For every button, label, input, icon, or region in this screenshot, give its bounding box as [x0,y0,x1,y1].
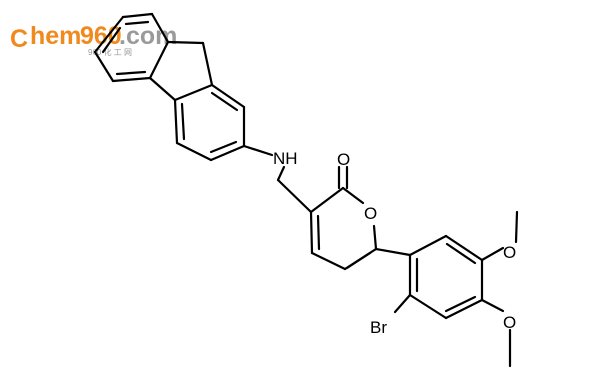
methoxy-lower [480,298,512,368]
bromo-bond [393,293,412,314]
methoxy-upper [480,210,519,262]
logo-subtitle: 960 化 工 网 [88,47,132,57]
chem960-logo: C hem 960 .com 960 化 工 网 [10,22,177,57]
logo-hem: hem [30,22,81,50]
methoxy-oxygen-lower-label: O [503,313,516,332]
ring-oxygen-label: O [364,204,377,223]
carbonyl-oxygen-label: O [337,150,350,169]
aminomethyl-linker [242,144,313,214]
fluorene-five-ring [148,40,214,102]
pyranone-ring [309,165,378,271]
methoxy-oxygen-upper-label: O [503,243,516,262]
logo-c: C [10,25,28,53]
dimethoxyphenyl-ring [374,234,484,320]
fluorene-right-ring [173,83,246,162]
nh-label: NH [273,149,298,168]
fluorene-left-ring [93,12,170,83]
logo-dotcom: .com [119,22,177,50]
bromine-label: Br [370,318,387,337]
